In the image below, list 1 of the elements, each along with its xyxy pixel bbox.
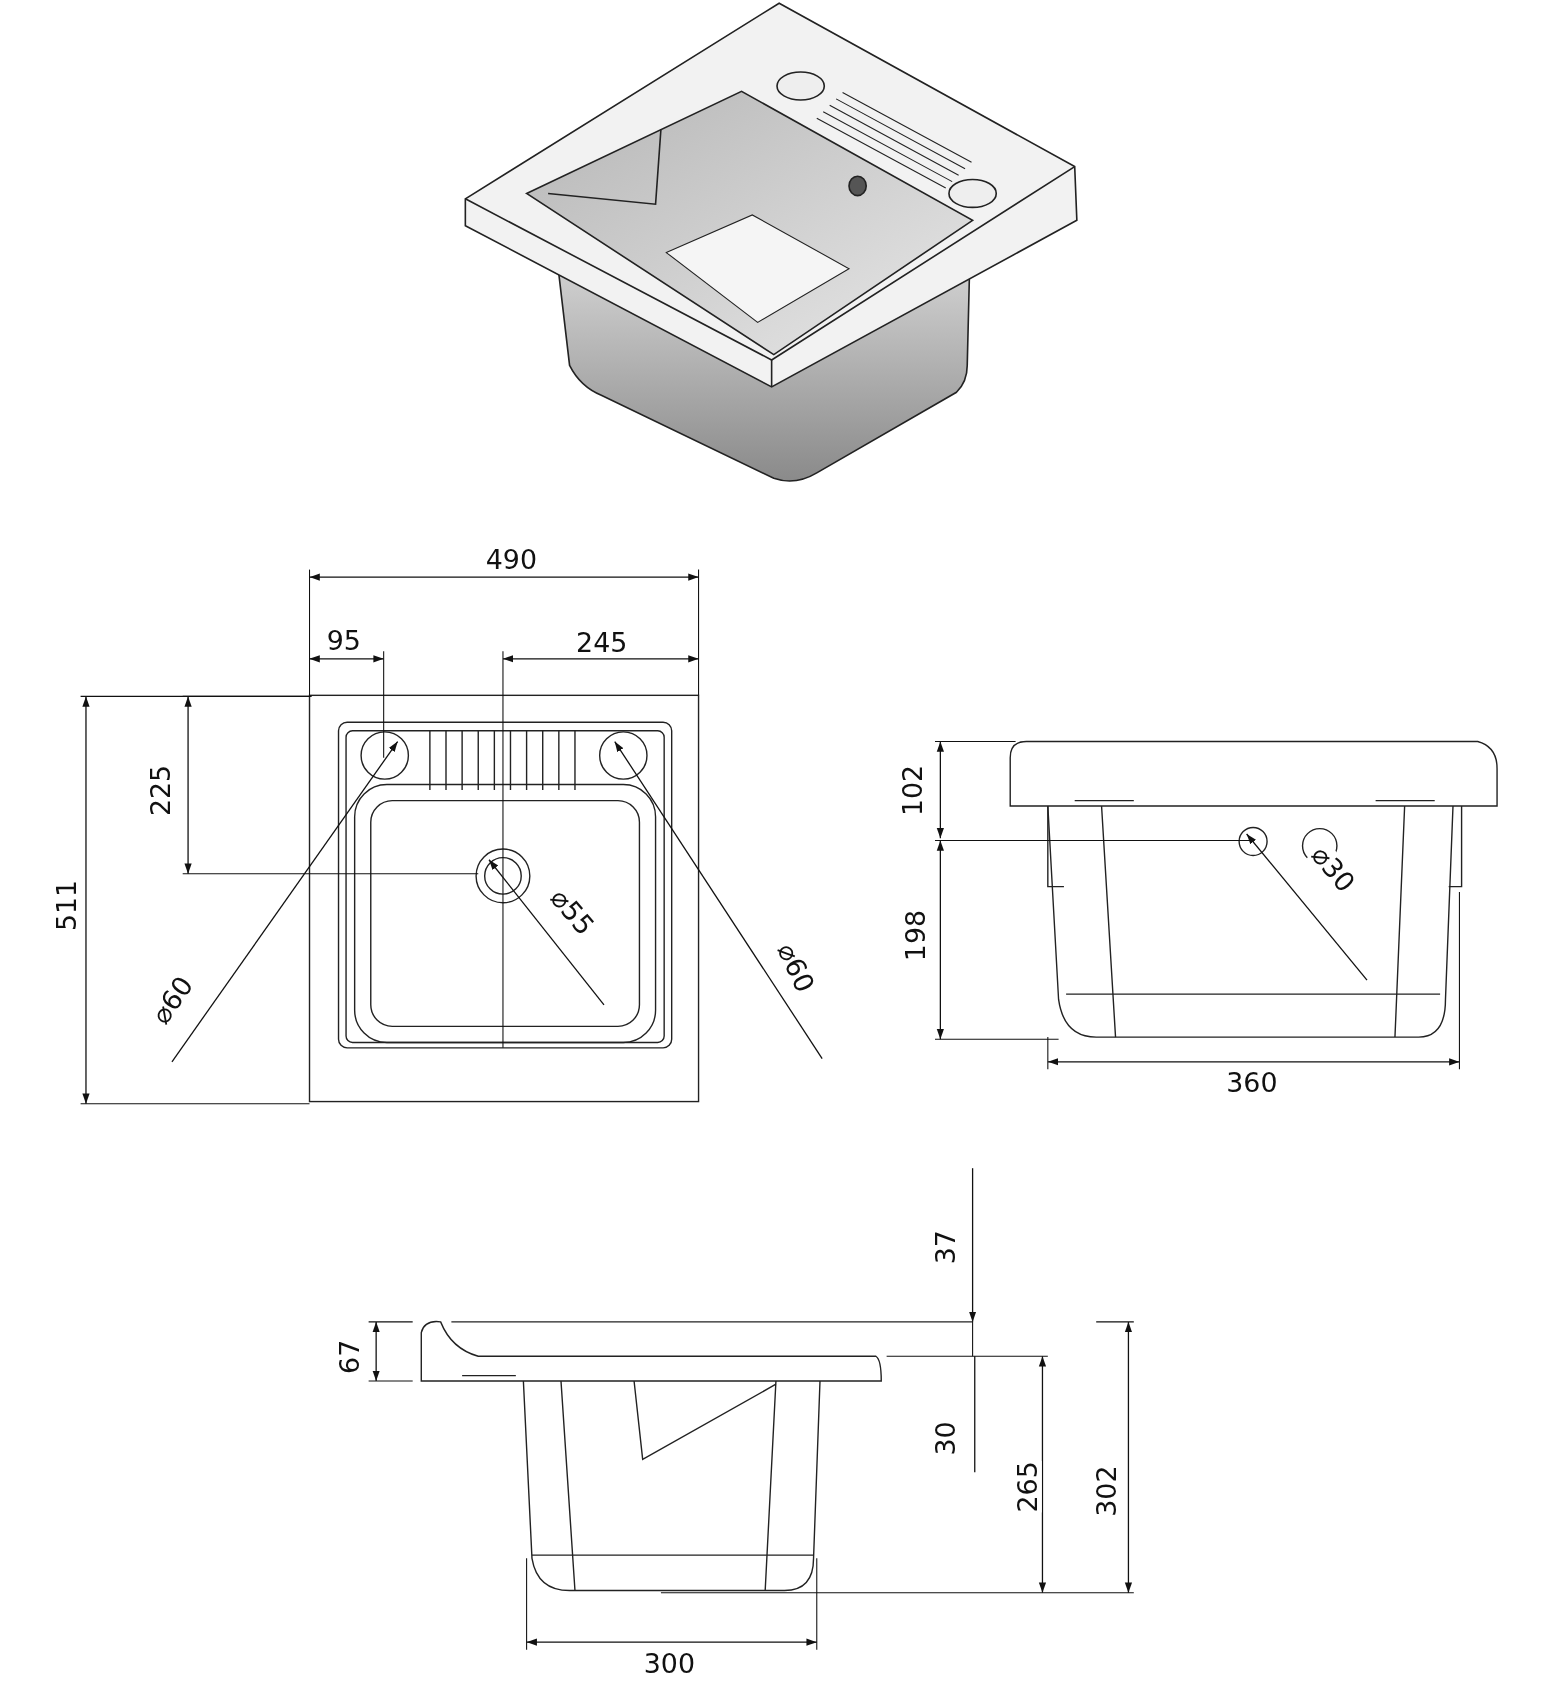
dimension-value: 265 — [1014, 1460, 1042, 1512]
